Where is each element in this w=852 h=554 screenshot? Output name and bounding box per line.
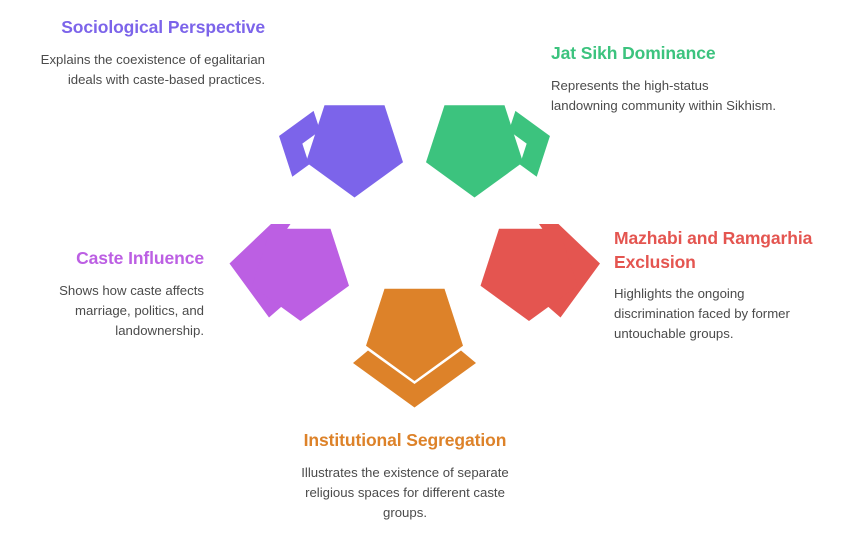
node-description-mazhabi-ramgarhia-exclusion: Highlights the ongoing discrimination fa…	[614, 286, 790, 342]
pentagon-bracket-icon-caste	[229, 224, 349, 321]
node-description-caste-influence: Shows how caste affects marriage, politi…	[59, 282, 204, 338]
node-description-jat-sikh-dominance: Represents the high-status landowning co…	[551, 77, 777, 113]
node-description-sociological: Explains the coexistence of egalitarian …	[40, 51, 265, 87]
node-description-institutional-segregation: Illustrates the existence of separate re…	[301, 464, 509, 520]
node-title-institutional-segregation: Institutional Segregation	[303, 430, 507, 450]
node-title-sociological: Sociological Perspective	[61, 17, 265, 37]
node-title-jat-sikh-dominance: Jat Sikh Dominance	[551, 43, 716, 63]
node-caste-influence: Caste Influence Shows how caste affects …	[18, 247, 204, 341]
pentagon-solid-jat-sikh	[426, 105, 523, 198]
pentagon-bracket-outline-jat-sikh	[508, 110, 550, 177]
pentagon-solid-institutional	[366, 288, 463, 381]
pentagon-solid-sociological	[306, 105, 403, 198]
pentagon-bracket-outline-mazhabi	[539, 224, 600, 318]
node-title-caste-influence: Caste Influence	[76, 248, 204, 268]
pentagon-bracket-icon-institutional	[353, 288, 476, 408]
pentagon-bracket-outline-sociological	[279, 110, 321, 177]
node-title-mazhabi-ramgarhia-exclusion: Mazhabi and Ramgarhia Exclusion	[614, 228, 813, 272]
node-sociological: Sociological Perspective Explains the co…	[35, 16, 265, 90]
node-institutional-segregation: Institutional Segregation Illustrates th…	[300, 429, 510, 523]
pentagon-bracket-icon-jat-sikh	[426, 105, 550, 198]
node-jat-sikh-dominance: Jat Sikh Dominance Represents the high-s…	[551, 42, 776, 116]
pentagon-solid-mazhabi	[480, 228, 578, 321]
pentagon-bracket-outline-institutional	[353, 350, 476, 408]
node-mazhabi-ramgarhia-exclusion: Mazhabi and Ramgarhia Exclusion Highligh…	[614, 227, 826, 344]
pentagon-solid-caste	[252, 228, 349, 321]
pentagon-bracket-icon-mazhabi	[480, 224, 600, 321]
pentagon-bracket-icon-sociological	[279, 105, 403, 198]
pentagon-bracket-outline-caste	[229, 224, 291, 318]
